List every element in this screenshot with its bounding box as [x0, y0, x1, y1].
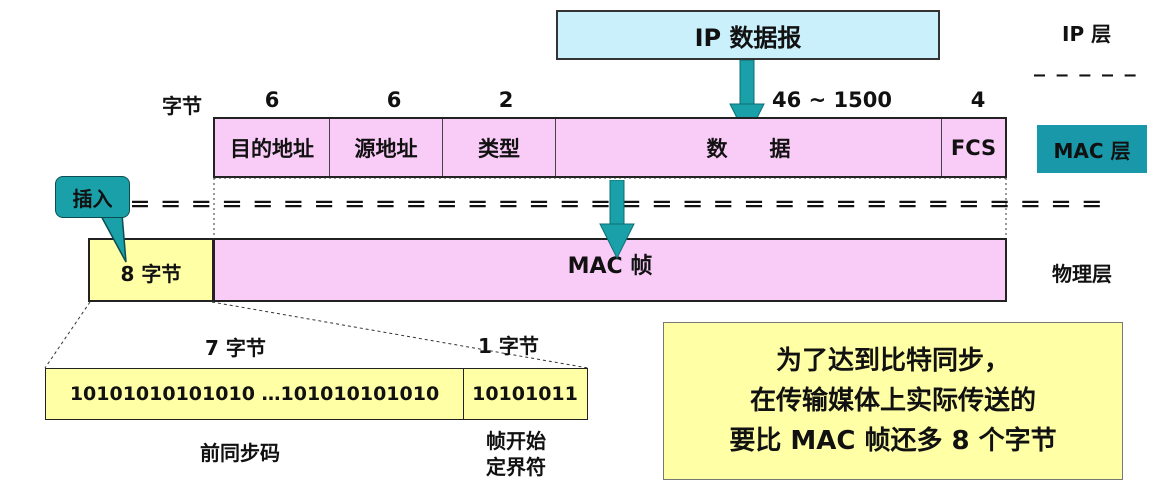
preamble-detail-box: 10101010101010 …101010101010 10101011 — [45, 368, 588, 420]
insert-callout-pointer — [98, 213, 127, 263]
mac-layer-label: MAC 层 — [1053, 138, 1131, 163]
sfd-name-line1: 帧开始 — [486, 429, 546, 453]
preamble-bits-text: 10101010101010 …101010101010 — [69, 383, 440, 405]
preamble-box-label: 8 字节 — [120, 261, 182, 286]
mac-frame-box: MAC 帧 — [213, 238, 1007, 302]
field-bytes-type: 2 — [498, 88, 514, 112]
sync-note-line2: 在传输媒体上实际传送的 — [749, 386, 1036, 416]
ip-layer-label: IP 层 — [1062, 22, 1112, 46]
sfd-bits: 10101011 — [464, 369, 586, 419]
preamble-box: 8 字节 — [88, 238, 214, 302]
ip-datagram-box: IP 数据报 — [556, 10, 940, 60]
preamble-name: 前同步码 — [200, 441, 280, 465]
byte-unit-label: 字节 — [162, 94, 202, 118]
sync-note-line3: 要比 MAC 帧还多 8 个字节 — [729, 426, 1057, 456]
mac-frame-label: MAC 帧 — [567, 254, 653, 279]
field-type: 类型 — [443, 119, 556, 176]
sfd-name-line2: 定界符 — [486, 455, 546, 479]
sfd-bits-text: 10101011 — [472, 383, 578, 405]
field-bytes-src: 6 — [386, 88, 402, 112]
field-bytes-dest: 6 — [264, 88, 280, 112]
field-data: 数 据 — [556, 119, 942, 176]
sync-note-line1: 为了达到比特同步， — [775, 346, 1010, 376]
insert-callout: 插入 — [55, 176, 130, 218]
insert-callout-label: 插入 — [72, 186, 113, 211]
field-dest-address: 目的地址 — [215, 119, 330, 176]
one-byte-label: 1 字节 — [478, 334, 539, 358]
field-fcs: FCS — [950, 135, 997, 160]
physical-layer-label: 物理层 — [1052, 262, 1112, 286]
sync-note-box: 为了达到比特同步， 在传输媒体上实际传送的 要比 MAC 帧还多 8 个字节 — [663, 322, 1123, 480]
mac-frame-structure: 目的地址 源地址 类型 数 据 FCS — [213, 117, 1007, 178]
field-bytes-fcs: 4 — [970, 88, 986, 112]
mac-layer-label-box: MAC 层 — [1037, 125, 1147, 173]
preamble-bits: 10101010101010 …101010101010 — [46, 369, 464, 419]
field-source-address: 源地址 — [330, 119, 443, 176]
field-bytes-data: 46 ~ 1500 — [772, 88, 892, 112]
seven-bytes-label: 7 字节 — [205, 336, 266, 360]
mac-to-physical-arrow — [599, 180, 635, 260]
ip-layer-divider: _ _ _ _ _ — [1034, 52, 1138, 77]
ip-datagram-label: IP 数据报 — [694, 23, 802, 52]
